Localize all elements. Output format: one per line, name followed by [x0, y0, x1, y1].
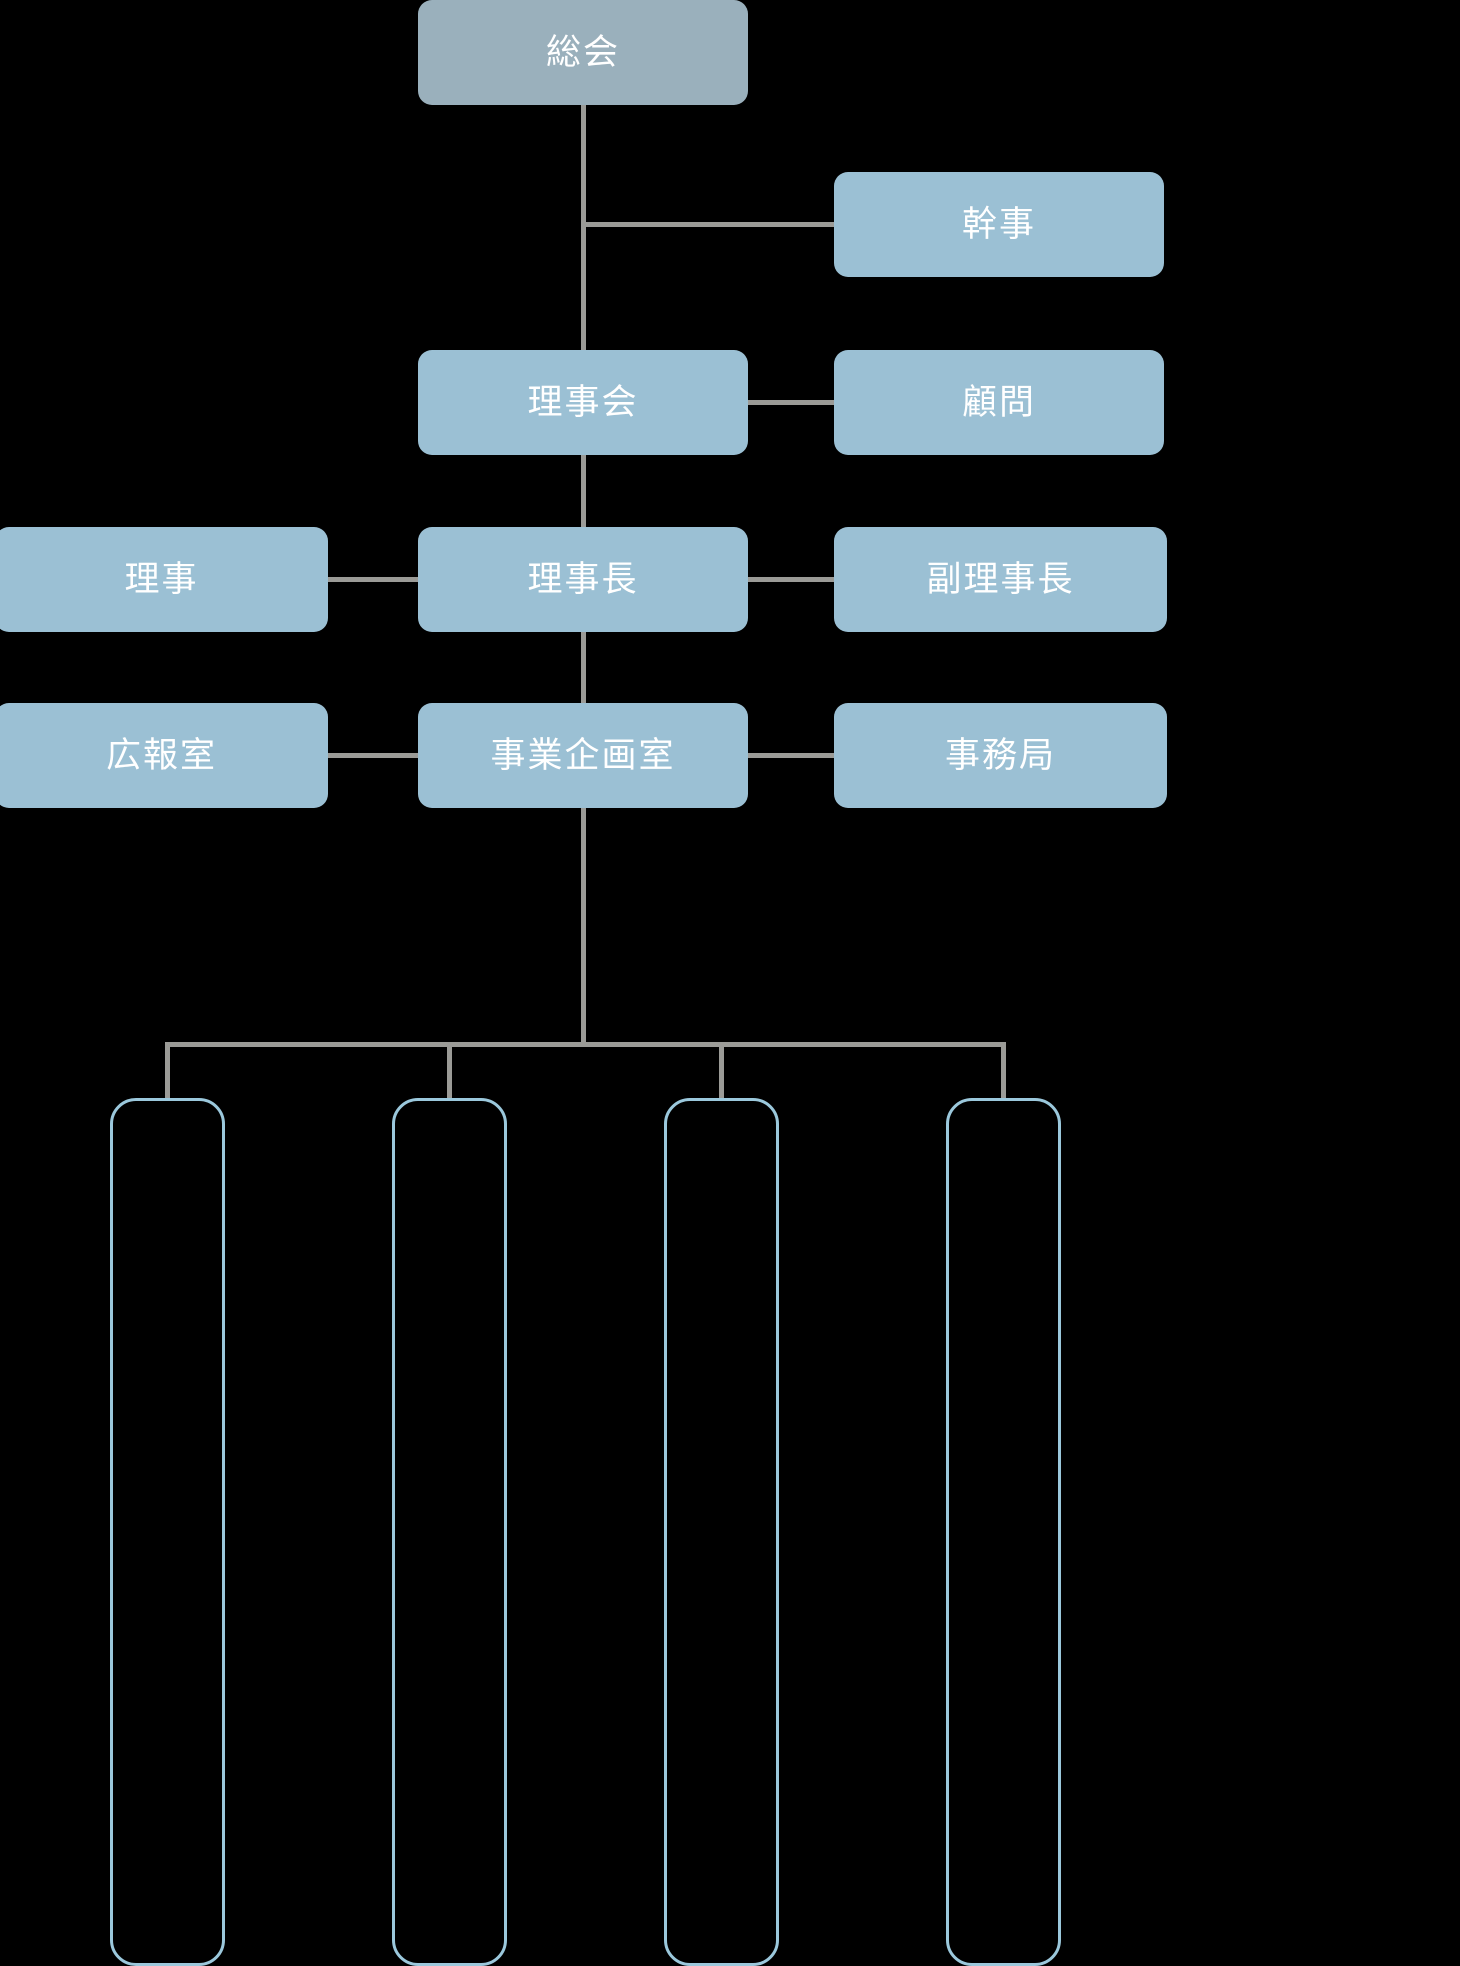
connector-director-to-chairman: [326, 577, 420, 582]
connector-board-down: [581, 455, 586, 529]
node-committee-4[interactable]: [946, 1098, 1061, 1966]
node-label: 理事: [124, 560, 199, 599]
node-committee-2[interactable]: [392, 1098, 507, 1966]
node-planning-office[interactable]: 事業企画室: [418, 703, 748, 808]
connector-committee-drop-3: [719, 1042, 724, 1100]
node-label: 事務局: [944, 736, 1056, 775]
connector-committee-drop-1: [165, 1042, 170, 1100]
node-secretariat[interactable]: 事務局: [834, 703, 1167, 808]
node-secretary[interactable]: 幹事: [834, 172, 1164, 277]
node-general-assembly[interactable]: 総会: [418, 0, 748, 105]
node-chairman[interactable]: 理事長: [418, 527, 748, 632]
node-label: 幹事: [961, 205, 1036, 244]
connector-planning-to-secretariat: [746, 753, 836, 758]
node-label: 理事会: [527, 383, 639, 422]
connector-assembly-down: [581, 105, 586, 350]
connector-chairman-down: [581, 632, 586, 705]
node-pr-office[interactable]: 広報室: [0, 703, 328, 808]
node-vice-chairman[interactable]: 副理事長: [834, 527, 1167, 632]
connector-planning-down: [581, 808, 586, 1044]
node-committee-3[interactable]: [664, 1098, 779, 1966]
node-committee-1[interactable]: [110, 1098, 225, 1966]
node-label: 理事長: [527, 560, 639, 599]
connector-pr-to-planning: [326, 753, 420, 758]
connector-assembly-to-secretary: [581, 222, 836, 227]
node-label: 総会: [545, 33, 620, 72]
node-label: 広報室: [105, 736, 217, 775]
connector-committee-drop-4: [1001, 1042, 1006, 1100]
node-label: 顧問: [961, 383, 1036, 422]
node-advisor[interactable]: 顧問: [834, 350, 1164, 455]
connector-committee-drop-2: [447, 1042, 452, 1100]
connector-chairman-to-vice: [746, 577, 836, 582]
node-director[interactable]: 理事: [0, 527, 328, 632]
connector-committee-bus: [165, 1042, 1001, 1047]
connector-board-to-advisor: [746, 400, 836, 405]
node-label: 事業企画室: [490, 736, 676, 775]
node-board[interactable]: 理事会: [418, 350, 748, 455]
node-label: 副理事長: [926, 560, 1075, 599]
